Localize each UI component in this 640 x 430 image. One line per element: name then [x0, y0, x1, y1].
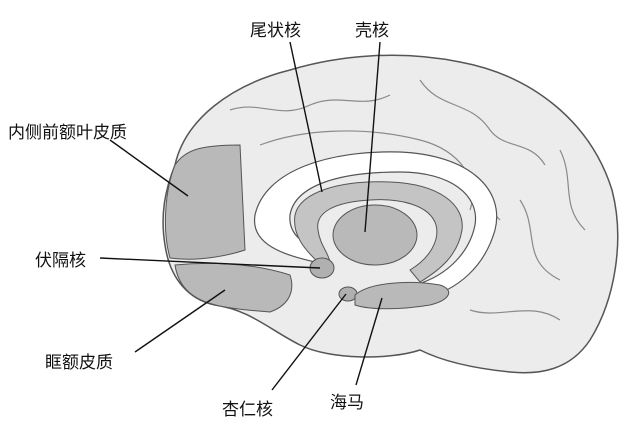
putamen-region: [332, 204, 418, 266]
label-ofc: 眶额皮质: [45, 353, 113, 373]
label-putamen: 壳核: [355, 21, 389, 41]
label-hippocampus: 海马: [330, 393, 364, 413]
caudate-region: [294, 181, 463, 283]
label-mpfc: 内侧前额叶皮质: [8, 123, 127, 143]
leader-lines: [99, 41, 383, 391]
hippocampus-region: [354, 281, 450, 310]
ofc-region: [174, 262, 293, 313]
mpfc-region: [164, 144, 246, 260]
label-caudate: 尾状核: [250, 21, 301, 41]
label-amygdala: 杏仁核: [222, 400, 273, 420]
label-nacc: 伏隔核: [35, 251, 86, 271]
